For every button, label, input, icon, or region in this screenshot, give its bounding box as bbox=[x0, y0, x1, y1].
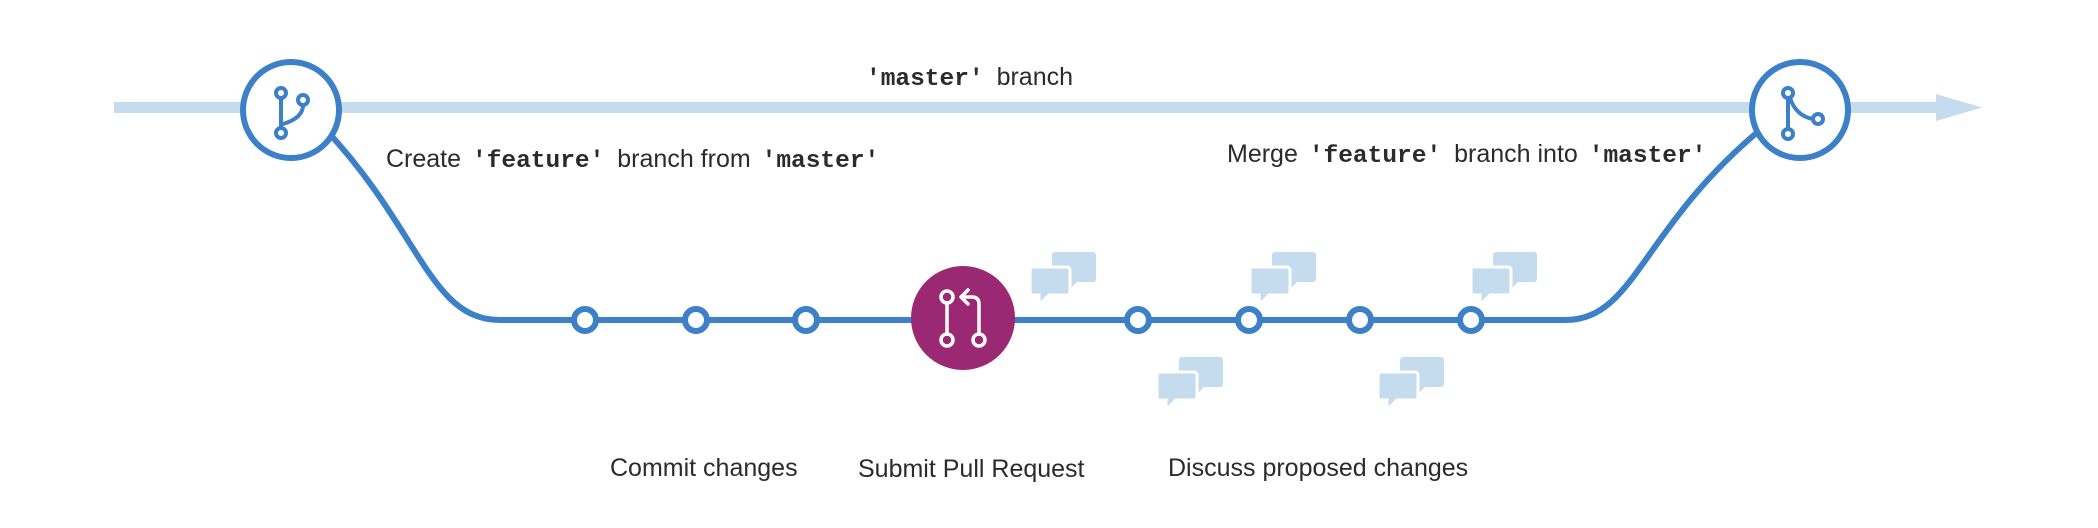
git-branch-icon bbox=[274, 86, 310, 140]
create-feature-code: 'feature' bbox=[472, 148, 605, 175]
master-code: 'master' bbox=[866, 66, 984, 93]
merge-branch-label: Merge 'feature' branch into 'master' bbox=[1227, 142, 1706, 170]
merge-feature-code: 'feature' bbox=[1308, 143, 1442, 170]
commit-changes-label: Commit changes bbox=[610, 454, 798, 482]
commit-node[interactable] bbox=[1235, 306, 1263, 334]
submit-pull-request-label: Submit Pull Request bbox=[858, 455, 1085, 483]
master-arrowhead bbox=[1936, 94, 1982, 121]
comment-icon bbox=[1248, 252, 1316, 309]
commit-node[interactable] bbox=[1124, 306, 1152, 334]
commit-node[interactable] bbox=[682, 306, 710, 334]
create-middle-text: branch from bbox=[617, 145, 751, 173]
create-branch-label: Create 'feature' branch from 'master' bbox=[386, 147, 879, 175]
merge-middle-text: branch into bbox=[1454, 140, 1578, 168]
pull-request-node[interactable] bbox=[911, 266, 1015, 370]
comment-icon bbox=[1028, 252, 1096, 309]
feature-branch-line bbox=[323, 127, 1762, 323]
master-branch-label: 'master' branch bbox=[866, 65, 1073, 93]
commit-node[interactable] bbox=[571, 306, 599, 334]
merge-master-code: 'master' bbox=[1588, 143, 1707, 170]
create-prefix: Create bbox=[386, 145, 462, 173]
commit-node[interactable] bbox=[792, 306, 820, 334]
commit-node[interactable] bbox=[1457, 306, 1485, 334]
branch-node[interactable] bbox=[240, 59, 342, 161]
git-merge-icon bbox=[1781, 86, 1825, 141]
master-branch-text: branch bbox=[996, 63, 1074, 91]
discuss-changes-label: Discuss proposed changes bbox=[1168, 454, 1469, 482]
merge-node[interactable] bbox=[1749, 59, 1851, 161]
merge-prefix: Merge bbox=[1227, 140, 1298, 168]
create-master-code: 'master' bbox=[761, 148, 880, 175]
comment-icon bbox=[1155, 357, 1223, 414]
master-branch-line bbox=[114, 94, 1982, 121]
commit-node[interactable] bbox=[1346, 306, 1374, 334]
comment-icon bbox=[1469, 252, 1537, 309]
comment-icon bbox=[1376, 357, 1444, 414]
git-pull-request-icon bbox=[939, 288, 987, 348]
